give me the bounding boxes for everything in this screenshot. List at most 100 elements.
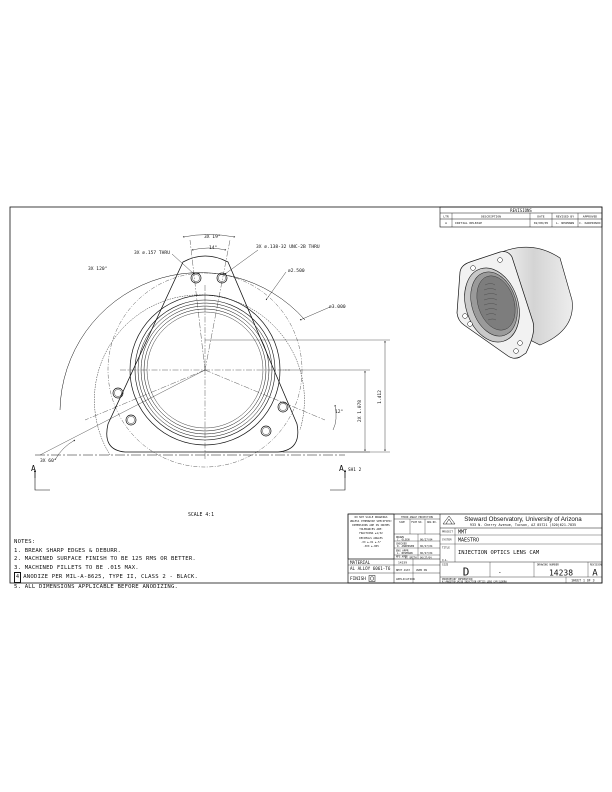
drawn-label: DRAWN xyxy=(396,535,404,539)
rev-header-description: DESCRIPTION xyxy=(481,215,501,219)
size-label: SIZE xyxy=(442,563,449,567)
bolt-hole-right xyxy=(277,401,289,413)
centerline-diag2 xyxy=(204,239,231,371)
rev-row-date: 02/08/05 xyxy=(534,221,549,225)
system-value: MAESTRO xyxy=(458,538,479,544)
general-notes: NOTES: 1. BREAK SHARP EDGES & DEBURR. 2.… xyxy=(14,538,344,592)
rev-header-revised-by: REVISED BY xyxy=(556,215,574,219)
application-label: APPLICATION xyxy=(396,577,415,581)
third-angle-note: THIRD ANGLE PROJECTION xyxy=(401,516,433,519)
fscm-value: - xyxy=(498,569,502,576)
note-3: 3. MACHINED FILLETS TO BE .015 MAX. xyxy=(14,564,139,571)
project-value: MMT xyxy=(458,529,467,535)
org-address: 933 N. Cherry Avenue, Tucson, AZ 85721 (… xyxy=(470,523,576,527)
dwg-no-label: DRAWING NUMBER xyxy=(537,563,559,567)
note-5: 5. ALL DIMENSIONS APPLICABLE BEFORE ANOD… xyxy=(14,583,179,590)
dim-1078: 2X 1.078 xyxy=(357,400,363,422)
eng-by: L. NEUMANN xyxy=(397,551,413,555)
rev-header-approved: APPROVED xyxy=(583,215,598,219)
bolt-hole-left-low xyxy=(125,414,137,426)
dim-angle-60: 3X 60° xyxy=(40,458,57,464)
observatory-logo xyxy=(442,515,456,525)
material-value: AL ALLOY 6061-T6 xyxy=(350,566,391,571)
size-header-0: SIZE xyxy=(399,521,405,524)
drawing-title: INJECTION OPTICS LENS CAM xyxy=(458,550,540,556)
checked-date: 06/27/04 xyxy=(420,544,433,548)
unless-note-3: TOLERANCES ARE: xyxy=(359,527,382,531)
dim-dia-2500: ∅2.500 xyxy=(288,268,305,274)
sheet-number: SHEET 1 OF 3 xyxy=(571,579,594,583)
used-on-label: USED ON xyxy=(416,568,427,572)
centerline-60 xyxy=(39,369,206,456)
bolt-hole-right-low xyxy=(260,425,272,437)
mfg-by: W. SMITH xyxy=(405,557,417,560)
mfg-label: MFG APPR xyxy=(396,555,408,558)
note-4-text: ANODIZE PER MIL-A-8625, TYPE II, CLASS 2… xyxy=(23,574,199,581)
front-view xyxy=(33,234,390,491)
rev-row-description: INITIAL RELEASE xyxy=(455,221,482,225)
finish-label: FINISH xyxy=(350,576,366,582)
centerline-diag1 xyxy=(189,239,206,371)
revisions-table: REVISIONS LTR DESCRIPTION DATE REVISED B… xyxy=(439,206,603,228)
unless-note-4: FRACTIONS ±1/32 xyxy=(359,531,383,535)
dim-angle-19: 3X 19° xyxy=(204,234,221,240)
arc-120 xyxy=(59,272,306,411)
section-label-right: A xyxy=(339,464,344,473)
section-sheet-ref: SH1 2 xyxy=(348,467,362,473)
dim-dia-3000: ∅3.000 xyxy=(329,304,346,310)
proprietary-note: PROPRIETARY INFORMATION xyxy=(442,578,473,581)
unless-note-2: DIMENSIONS ARE IN INCHES xyxy=(352,523,390,527)
drawn-by: C. OLSEN xyxy=(397,537,410,541)
dim-angle-120: 3X 120° xyxy=(88,266,108,272)
rev-value: A xyxy=(592,569,598,579)
view-scale: SCALE 4:1 xyxy=(188,512,214,518)
assembly-number: 14239 xyxy=(398,561,407,565)
size-header-2: DWG NO. xyxy=(427,521,437,524)
size-value: D xyxy=(463,565,470,578)
centerline-diag3 xyxy=(84,369,206,421)
unless-note-0: DO NOT SCALE DRAWINGS xyxy=(355,515,388,519)
rev-row-revised-by: L. NEUMANN xyxy=(556,221,574,225)
mfg-date: 06/27/04 xyxy=(420,557,432,560)
flange-outline xyxy=(106,255,299,453)
checked-by: D. ANDERSEN xyxy=(397,544,415,548)
centerline-diag4 xyxy=(204,369,326,421)
qa-label: Q.A. xyxy=(442,559,448,562)
dim-angle-12: 12° xyxy=(335,409,344,415)
drawn-date: 06/27/04 xyxy=(420,537,433,541)
note-1: 1. BREAK SHARP EDGES & DEBURR. xyxy=(14,547,122,554)
eng-date: 06/27/04 xyxy=(420,551,433,555)
unless-note-1: UNLESS OTHERWISE SPECIFIED: xyxy=(350,519,392,523)
revisions-title: REVISIONS xyxy=(510,208,532,213)
rev-header-date: DATE xyxy=(537,215,544,219)
eng-label: ENG APPR xyxy=(396,549,409,553)
org-name: Steward Observatory, University of Arizo… xyxy=(464,516,582,523)
isometric-view xyxy=(456,246,573,359)
size-header-1: FSCM NO. xyxy=(411,521,423,524)
finish-symbol xyxy=(368,575,376,582)
title-block xyxy=(347,513,603,584)
system-label: SYSTEM xyxy=(442,537,452,541)
file-path: K:\MAESTRO\14238 INJECTION OPTICS LENS C… xyxy=(442,581,507,584)
rev-row-approved: C. KARPINSKI xyxy=(579,221,601,225)
next-assy-label: NEXT ASSY xyxy=(396,568,410,572)
rev-row-ltr: A xyxy=(445,221,447,225)
unless-note-6: .XX ±.01 ±.5° xyxy=(361,540,382,544)
bolt-hole-top-right xyxy=(216,272,228,284)
material-label: MATERIAL xyxy=(350,560,371,565)
dwg-no-value: 14238 xyxy=(549,568,573,577)
sheet-border xyxy=(9,206,603,584)
project-label: PROJECT xyxy=(442,530,453,534)
section-label-left: A xyxy=(31,464,36,473)
dim-angle-14: 14° xyxy=(209,245,218,251)
unless-note-5: DECIMALS ANGLES xyxy=(359,536,383,540)
bolt-hole-top-left xyxy=(190,272,202,284)
bolt-hole-left xyxy=(112,387,124,399)
note-2: 2. MACHINED SURFACE FINISH TO BE 125 RMS… xyxy=(14,556,196,563)
dim-1412: 1.412 xyxy=(377,390,383,404)
title-label: TITLE xyxy=(442,546,450,550)
rev-label: REVISION xyxy=(590,564,602,567)
rev-header-ltr: LTR xyxy=(443,215,449,219)
unless-note-7: .XXX ±.005 xyxy=(363,544,379,548)
